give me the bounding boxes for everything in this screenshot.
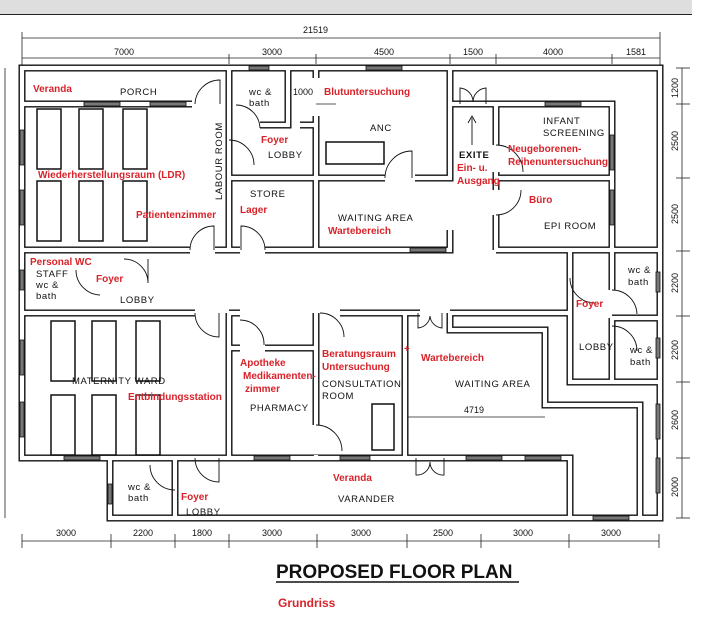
annotation: Untersuchung (322, 362, 390, 373)
dim-top: 1581 (626, 47, 646, 57)
room-anc: ANC (370, 123, 392, 134)
dim-total: 21519 (303, 25, 328, 35)
dimension-labels: 21519 7000 3000 4500 1500 4000 1581 3000… (56, 25, 680, 538)
annotation: + (404, 344, 410, 355)
room-maternity: MATERNITY WARD (72, 376, 166, 387)
plan-subtitle: Grundriss (278, 596, 336, 610)
dim-right: 2200 (670, 273, 680, 293)
annotation: Foyer (181, 492, 208, 503)
dim-bottom: 3000 (601, 528, 621, 538)
annotation: Neugeborenen- (508, 144, 581, 155)
room-consultation: CONSULTATION (322, 379, 402, 390)
dim-top: 4000 (543, 47, 563, 57)
room-labels: PORCH LABOUR ROOM wc & bath LOBBY STORE … (35, 87, 653, 518)
annotation: Ein- u. (457, 163, 488, 174)
dim-waiting: 4719 (464, 405, 484, 415)
dim-top: 7000 (114, 47, 134, 57)
room-consultation: ROOM (322, 391, 354, 402)
annotation: Apotheke (240, 358, 286, 369)
room-store: STORE (250, 189, 286, 200)
room-exit: EXITE (459, 150, 489, 161)
annotation: Foyer (96, 274, 123, 285)
dim-right: 2500 (670, 131, 680, 151)
dim-right: 2600 (670, 410, 680, 430)
dim-bottom: 2500 (433, 528, 453, 538)
annotation: Veranda (33, 84, 72, 95)
room-varander: VARANDER (338, 494, 395, 505)
annotation: Medikamenten- (243, 371, 316, 382)
dim-top: 3000 (262, 47, 282, 57)
dim-bottom: 1800 (192, 528, 212, 538)
annotation: Wartebereich (328, 226, 391, 237)
room-wc: wc & (248, 87, 272, 98)
translation-labels: Veranda Blutuntersuchung Wiederherstellu… (30, 84, 608, 503)
room-wc: bath (628, 277, 649, 288)
dim-bottom: 3000 (351, 528, 371, 538)
annotation: Foyer (261, 135, 288, 146)
annotation: Lager (240, 205, 267, 216)
room-porch: PORCH (120, 87, 157, 98)
annotation: Büro (529, 195, 552, 206)
room-lobby: LOBBY (186, 507, 221, 518)
viewer-toolbar (0, 0, 692, 15)
dim-top: 4500 (374, 47, 394, 57)
annotation: Patientenzimmer (136, 210, 216, 221)
beds (36, 108, 395, 456)
dim-bottom: 2200 (133, 528, 153, 538)
annotation: Personal WC (30, 257, 92, 268)
room-epi: EPI ROOM (544, 221, 596, 232)
room-waiting: WAITING AREA (455, 379, 531, 390)
annotation: Reihenuntersuchung (508, 157, 608, 168)
room-labour: LABOUR ROOM (214, 122, 225, 200)
annotation: Blutuntersuchung (324, 87, 410, 98)
dim-right: 2200 (670, 340, 680, 360)
dim-top: 1500 (463, 47, 483, 57)
room-wc: bath (128, 493, 149, 504)
room-waiting: WAITING AREA (338, 213, 414, 224)
room-staff: wc & (35, 280, 59, 291)
dim-wc: 1000 (293, 87, 313, 97)
annotation: Beratungsraum (322, 349, 396, 360)
annotation: zimmer (245, 384, 280, 395)
dim-right: 2000 (670, 477, 680, 497)
annotation: Ausgang (457, 176, 500, 187)
dim-bottom: 3000 (262, 528, 282, 538)
dim-right: 2500 (670, 204, 680, 224)
room-wc: wc & (627, 265, 651, 276)
windows (19, 65, 661, 521)
room-wc: wc & (629, 345, 653, 356)
room-wc: wc & (127, 482, 151, 493)
annotation: Foyer (576, 299, 603, 310)
dim-bottom: 3000 (56, 528, 76, 538)
annotation: Veranda (333, 473, 372, 484)
room-wc: bath (249, 98, 270, 109)
walls (18, 64, 664, 522)
annotation: Entbindungsstation (128, 392, 222, 403)
room-infant: INFANT (543, 116, 580, 127)
room-lobby: LOBBY (268, 150, 303, 161)
room-pharmacy: PHARMACY (250, 403, 309, 414)
annotation: Wiederherstellungsraum (LDR) (38, 170, 185, 181)
room-staff: STAFF (36, 269, 68, 280)
room-staff: bath (36, 291, 57, 302)
dim-bottom: 3000 (513, 528, 533, 538)
room-lobby: LOBBY (120, 295, 155, 306)
plan-title: PROPOSED FLOOR PLAN (276, 562, 512, 583)
doors (75, 79, 638, 491)
room-infant: SCREENING (543, 128, 605, 139)
room-wc: bath (630, 357, 651, 368)
room-lobby: LOBBY (579, 342, 614, 353)
dim-right: 1200 (670, 78, 680, 98)
annotation: Wartebereich (421, 353, 484, 364)
dimension-lines (4, 32, 690, 548)
